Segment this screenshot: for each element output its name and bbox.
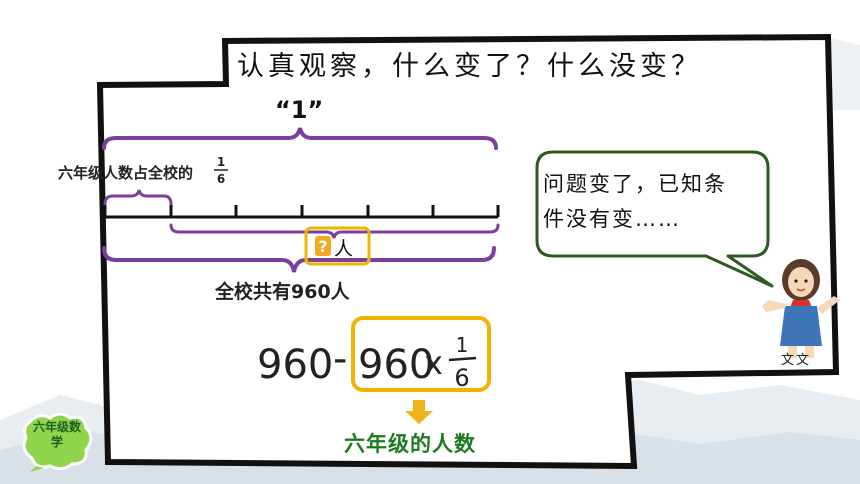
total-students-label: 全校共有960人 xyxy=(215,281,350,303)
unknown-box xyxy=(304,226,371,266)
down-arrow-icon xyxy=(405,400,433,424)
formula-highlight-box xyxy=(351,316,491,392)
whole-label: “1” xyxy=(275,96,324,124)
rest-brace xyxy=(169,223,500,239)
formula-minus: - xyxy=(333,336,347,382)
formula-term: 960 xyxy=(358,342,434,388)
speech-text: 问题变了，已知条件没有变…… xyxy=(543,172,727,231)
grade-fraction-numerator: 1 xyxy=(217,155,225,169)
formula-times: x xyxy=(424,344,443,382)
formula-numerator: 1 xyxy=(456,333,469,357)
formula-denominator: 6 xyxy=(454,364,469,392)
segment-ticks xyxy=(103,205,500,217)
grade-fraction-denominator: 6 xyxy=(217,172,225,186)
character-name: 文文 xyxy=(781,353,812,368)
question-badge xyxy=(315,236,331,256)
sixth-brace xyxy=(103,189,173,206)
whole-brace xyxy=(102,127,498,150)
formula-base: 960 xyxy=(257,342,333,388)
slide-title: 认真观察，什么变了？什么没变？ xyxy=(237,51,702,82)
result-label: 六年级的人数 xyxy=(344,432,476,456)
grade-fraction: 1 6 xyxy=(214,155,228,186)
question-mark: ? xyxy=(318,237,327,256)
badge-text: 六年级数学 xyxy=(32,420,81,449)
grade-fraction-label: 六年级人数占全校的 xyxy=(58,164,194,182)
wenwen-character xyxy=(762,259,840,358)
person-unit-label: 人 xyxy=(334,238,354,260)
formula-fraction-bar xyxy=(448,356,477,362)
grade-subject-badge xyxy=(22,412,93,472)
total-brace xyxy=(102,246,496,273)
